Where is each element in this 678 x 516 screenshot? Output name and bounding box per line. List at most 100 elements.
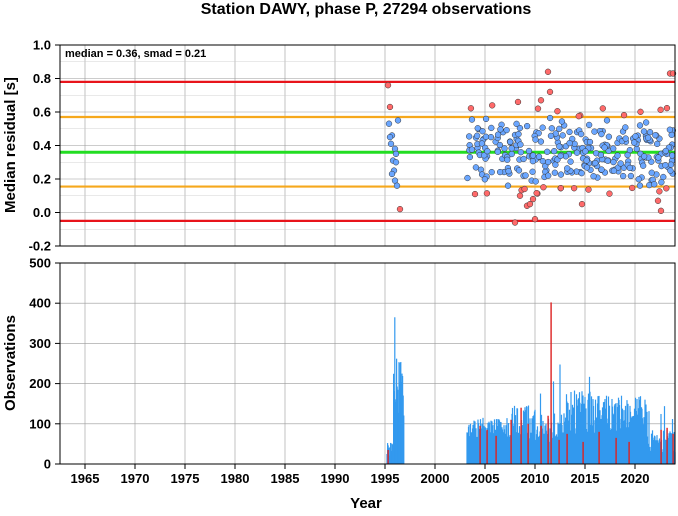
residual-point	[484, 148, 491, 155]
observation-bar	[666, 427, 668, 464]
observation-bar	[589, 391, 591, 464]
residual-point	[517, 149, 525, 156]
residual-point	[387, 140, 395, 147]
observations-frame	[59, 262, 676, 465]
residual-point	[622, 124, 629, 131]
residual-point	[570, 185, 578, 192]
residual-point	[578, 200, 586, 208]
residual-point	[592, 159, 599, 167]
residual-point	[558, 118, 566, 125]
residual-point	[478, 140, 486, 147]
residual-point	[501, 145, 508, 152]
observation-bar	[559, 364, 561, 464]
observation-bar	[627, 403, 629, 464]
residual-point	[488, 168, 495, 176]
y-tick-label: 0.8	[33, 71, 51, 86]
residual-point	[466, 133, 473, 140]
residual-point	[636, 182, 644, 189]
residual-point	[583, 164, 591, 171]
residual-point	[657, 106, 664, 113]
residual-point	[388, 170, 396, 178]
residual-y-ticks: -0.20.00.20.40.60.81.0	[29, 38, 60, 254]
y-tick-label: 500	[29, 256, 51, 271]
residual-point	[515, 167, 523, 174]
y-tick-label: 100	[29, 416, 51, 431]
residual-point	[642, 119, 650, 126]
residual-point	[640, 162, 647, 169]
residual-point	[599, 105, 606, 112]
observation-bar	[516, 408, 519, 464]
observation-bar	[534, 409, 536, 464]
residual-point	[604, 157, 611, 164]
observation-bar	[573, 390, 576, 464]
observation-bar	[626, 400, 628, 464]
residual-point	[635, 176, 642, 183]
residual-point	[529, 152, 537, 159]
residual-point	[575, 113, 582, 120]
y-tick-label: 400	[29, 296, 51, 311]
residual-point	[651, 181, 658, 188]
residual-point	[566, 128, 573, 136]
residual-point	[562, 153, 569, 160]
residual-points	[384, 68, 677, 226]
residual-point	[516, 124, 524, 132]
residual-point	[556, 125, 563, 133]
residual-point	[632, 133, 639, 140]
y-tick-label: 200	[29, 376, 51, 391]
residual-point	[514, 98, 522, 106]
residual-y-axis-label: Median residual [s]	[2, 77, 19, 213]
residual-point	[503, 126, 510, 134]
residual-point	[641, 153, 648, 160]
residual-panel: -0.20.00.20.40.60.81.0 median = 0.36, sm…	[2, 38, 677, 254]
residual-point	[473, 132, 481, 139]
observation-bar	[645, 404, 647, 464]
residual-point	[605, 133, 613, 140]
residual-point	[545, 172, 552, 179]
residual-point	[622, 135, 629, 142]
residual-point	[385, 120, 393, 127]
x-tick-label: 1985	[271, 471, 300, 486]
observation-bar	[581, 391, 583, 464]
x-tick-label: 1995	[371, 471, 400, 486]
observation-bar	[479, 425, 481, 464]
residual-point	[620, 111, 628, 119]
residual-point	[567, 158, 574, 165]
observation-bar	[603, 401, 605, 464]
residual-point	[481, 152, 488, 159]
residual-point	[573, 149, 581, 156]
residual-point	[537, 138, 545, 145]
residual-point	[583, 157, 590, 164]
observation-bar	[628, 441, 630, 464]
residual-point	[464, 174, 471, 182]
y-tick-label: 300	[29, 336, 51, 351]
residual-point	[529, 195, 537, 203]
residual-point	[626, 164, 633, 172]
residual-point	[648, 169, 655, 176]
residual-point	[662, 162, 669, 169]
residual-point	[655, 154, 662, 161]
x-tick-label: 1975	[171, 471, 200, 486]
residual-point	[656, 188, 663, 195]
residual-point	[494, 131, 502, 138]
residual-point	[577, 130, 585, 138]
residual-point	[547, 132, 555, 139]
residual-point	[532, 136, 539, 143]
residual-point	[657, 207, 665, 214]
residual-point	[504, 156, 511, 163]
residual-point	[640, 128, 648, 135]
chart-title: Station DAWY, phase P, 27294 observation…	[201, 1, 532, 18]
residual-point	[507, 138, 514, 146]
residual-point	[508, 145, 515, 152]
x-tick-label: 1965	[71, 471, 100, 486]
residual-point	[511, 219, 519, 226]
y-tick-label: 0.2	[33, 172, 51, 187]
residual-point	[474, 125, 481, 132]
residual-point	[535, 153, 543, 160]
residual-point	[516, 192, 524, 199]
observation-bar	[532, 416, 534, 464]
residual-point	[522, 172, 529, 179]
observation-bar	[566, 433, 568, 464]
residual-point	[504, 182, 512, 189]
residual-point	[590, 173, 597, 180]
